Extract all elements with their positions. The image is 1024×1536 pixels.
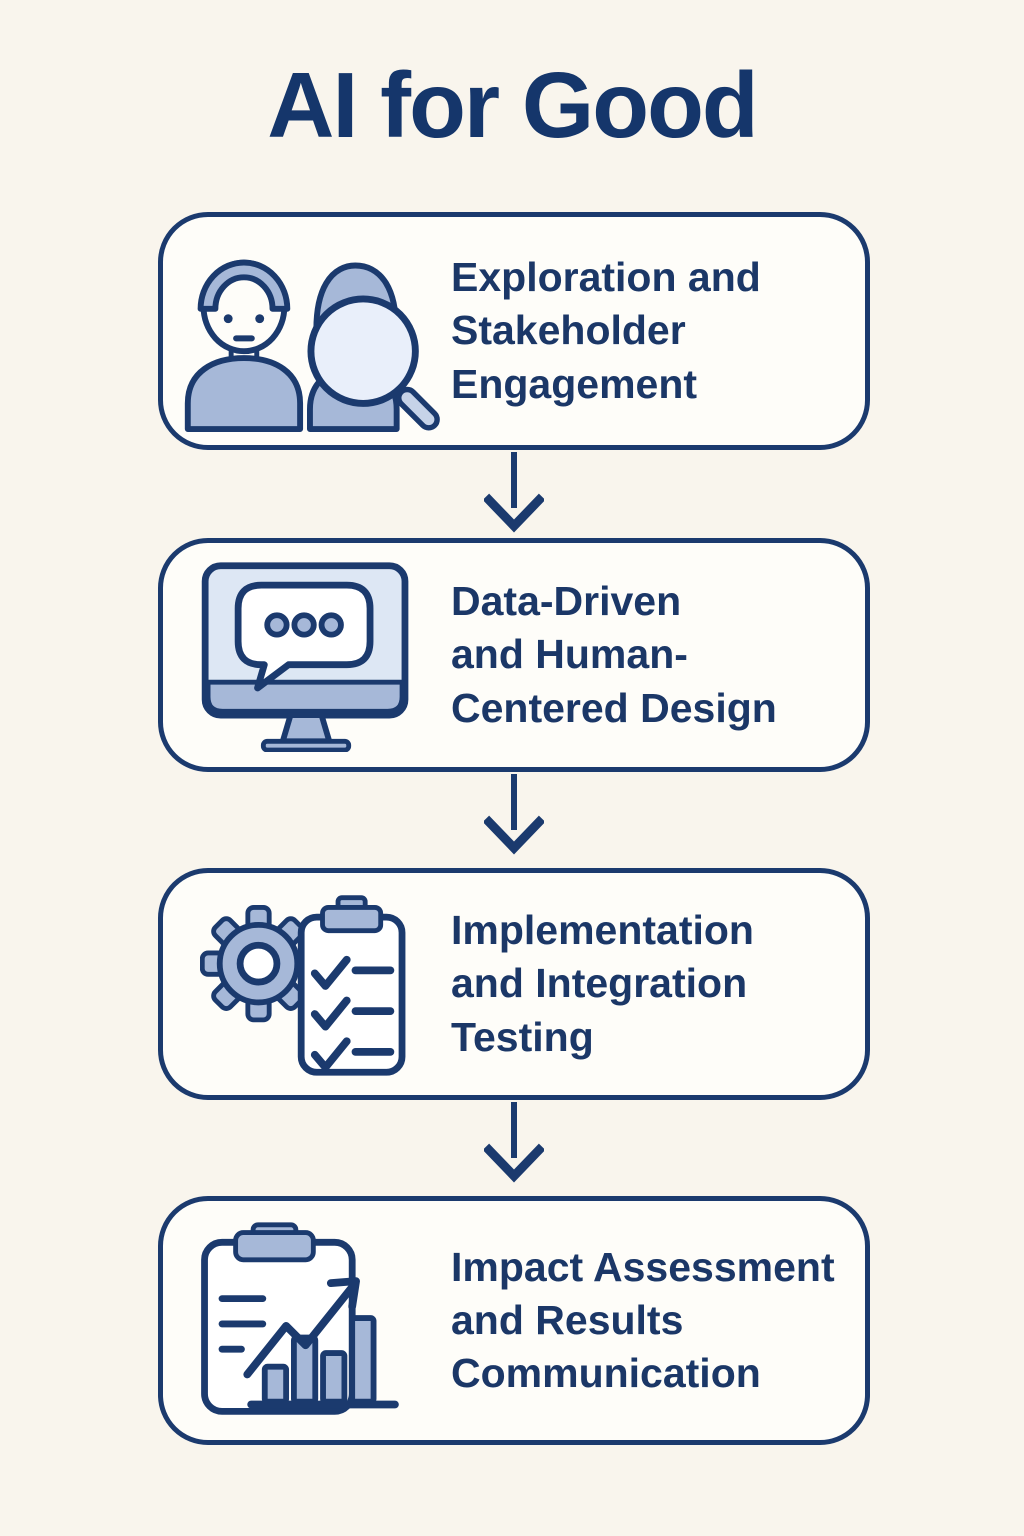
stage-title: Impact Assessment and Results Communicat… [451, 1243, 835, 1397]
stage-title: Exploration and Stakeholder Engagement [451, 254, 761, 407]
arrow-down-icon [484, 1102, 544, 1183]
stage-title: Implementation and Integration Testing [451, 907, 754, 1060]
people-search-icon [163, 226, 451, 436]
arrow-down-icon [484, 774, 544, 855]
page-title: AI for Good [267, 53, 758, 157]
stage-box-exploration: Exploration and Stakeholder Engagement [158, 212, 870, 450]
arrow-down-icon [484, 452, 544, 533]
stage-box-implementation: Implementation and Integration Testing [158, 868, 870, 1100]
clipboard-chart-icon [163, 1219, 451, 1423]
stage-box-impact: Impact Assessment and Results Communicat… [158, 1196, 870, 1445]
monitor-chat-icon [163, 558, 451, 752]
stage-title: Data-Driven and Human- Centered Design [451, 578, 777, 731]
stage-box-design: Data-Driven and Human- Centered Design [158, 538, 870, 772]
gear-checklist-icon [163, 888, 451, 1080]
